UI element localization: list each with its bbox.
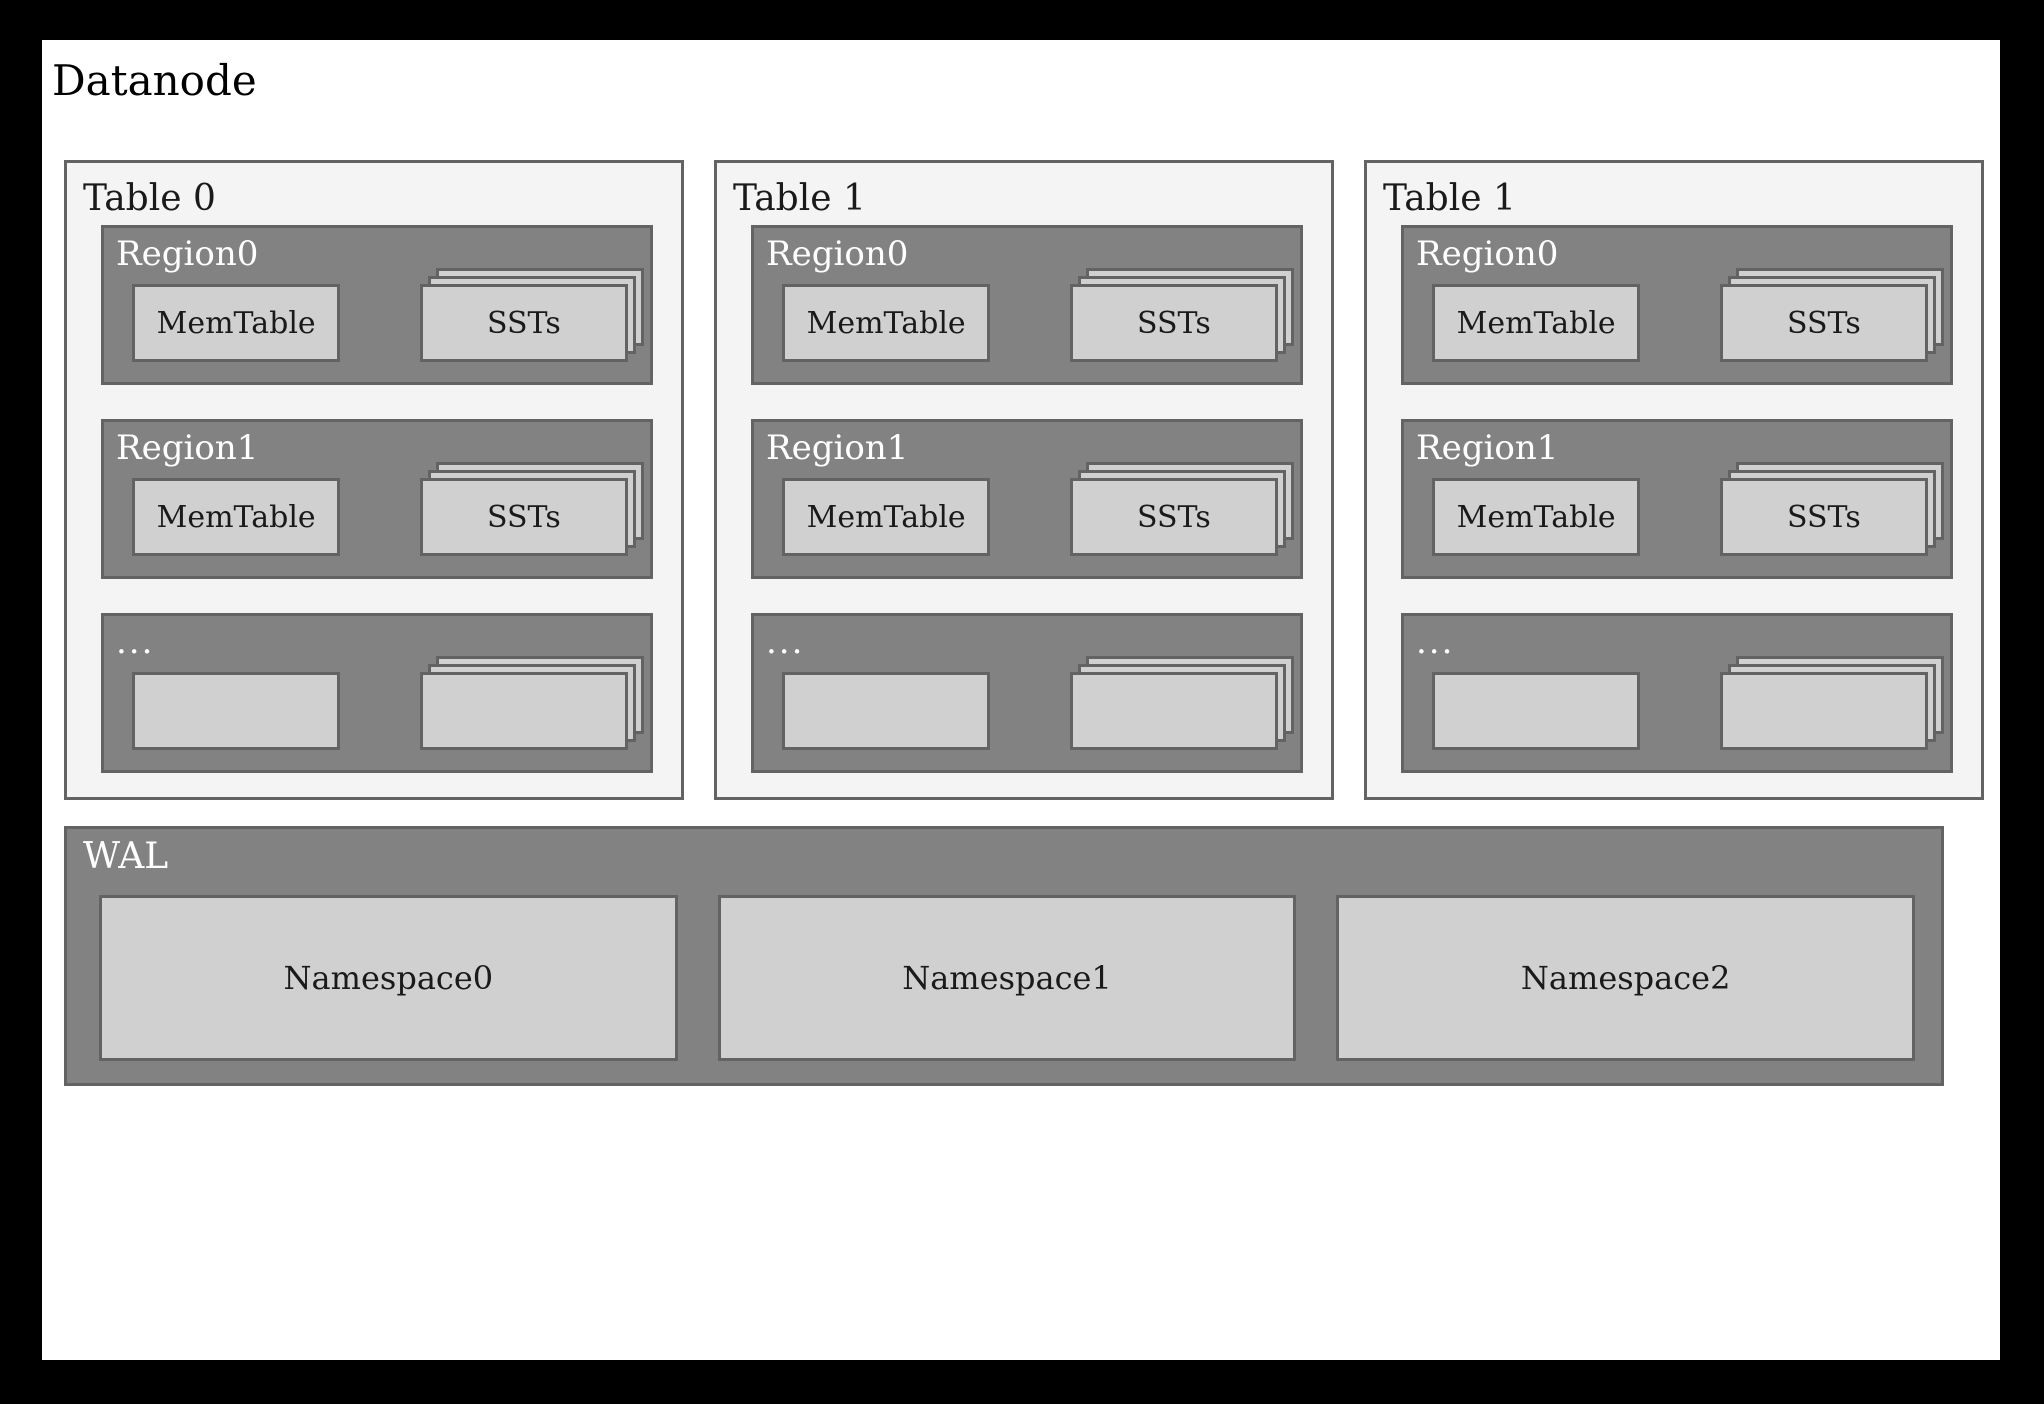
sst-stack[interactable] bbox=[1069, 656, 1294, 750]
sst-stack[interactable]: SSTs bbox=[1069, 462, 1294, 556]
region-contents: MemTable SSTs bbox=[1432, 462, 1944, 560]
wal-label: WAL bbox=[83, 836, 169, 877]
sst-layer-front[interactable]: SSTs bbox=[1719, 284, 1928, 362]
region-contents bbox=[1432, 656, 1944, 754]
region-ellipsis-label: ... bbox=[766, 622, 805, 662]
memtable-box[interactable]: MemTable bbox=[132, 284, 341, 362]
sst-layer-front[interactable]: SSTs bbox=[1719, 478, 1928, 556]
region-box-more[interactable]: ... bbox=[751, 613, 1303, 773]
memtable-box[interactable]: MemTable bbox=[132, 478, 341, 556]
region-label: Region1 bbox=[1416, 428, 1559, 468]
memtable-box[interactable]: MemTable bbox=[782, 478, 991, 556]
memtable-box[interactable]: MemTable bbox=[782, 284, 991, 362]
sst-layer-front[interactable]: SSTs bbox=[419, 284, 628, 362]
region-contents bbox=[782, 656, 1294, 754]
sst-layer-front[interactable]: SSTs bbox=[419, 478, 628, 556]
table-label: Table 1 bbox=[1383, 178, 1516, 219]
sst-stack[interactable]: SSTs bbox=[1719, 268, 1944, 362]
sst-stack[interactable]: SSTs bbox=[419, 268, 644, 362]
region-contents: MemTable SSTs bbox=[782, 268, 1294, 366]
region-contents: MemTable SSTs bbox=[782, 462, 1294, 560]
memtable-box[interactable] bbox=[132, 672, 341, 750]
page-title: Datanode bbox=[52, 56, 257, 105]
sst-stack[interactable] bbox=[419, 656, 644, 750]
memtable-box[interactable]: MemTable bbox=[1432, 478, 1641, 556]
region-contents: MemTable SSTs bbox=[132, 462, 644, 560]
sst-stack[interactable]: SSTs bbox=[1719, 462, 1944, 556]
table-label: Table 0 bbox=[83, 178, 216, 219]
region-ellipsis-label: ... bbox=[1416, 622, 1455, 662]
sst-layer-front[interactable] bbox=[1719, 672, 1928, 750]
region-label: Region1 bbox=[766, 428, 909, 468]
region-label: Region0 bbox=[116, 234, 259, 274]
sst-stack[interactable] bbox=[1719, 656, 1944, 750]
sst-layer-front[interactable] bbox=[1069, 672, 1278, 750]
namespace-box[interactable]: Namespace1 bbox=[717, 895, 1297, 1061]
memtable-box[interactable] bbox=[1432, 672, 1641, 750]
region-label: Region0 bbox=[1416, 234, 1559, 274]
memtable-box[interactable]: MemTable bbox=[1432, 284, 1641, 362]
sst-stack[interactable]: SSTs bbox=[419, 462, 644, 556]
region-contents bbox=[132, 656, 644, 754]
namespace-box[interactable]: Namespace2 bbox=[1336, 895, 1916, 1061]
namespace-box[interactable]: Namespace0 bbox=[99, 895, 678, 1061]
region-box-more[interactable]: ... bbox=[101, 613, 653, 773]
region-contents: MemTable SSTs bbox=[1432, 268, 1944, 366]
region-contents: MemTable SSTs bbox=[132, 268, 644, 366]
sst-layer-front[interactable]: SSTs bbox=[1069, 284, 1278, 362]
sst-stack[interactable]: SSTs bbox=[1069, 268, 1294, 362]
memtable-box[interactable] bbox=[782, 672, 991, 750]
table-label: Table 1 bbox=[733, 178, 866, 219]
region-label: Region0 bbox=[766, 234, 909, 274]
sst-layer-front[interactable] bbox=[419, 672, 628, 750]
region-ellipsis-label: ... bbox=[116, 622, 155, 662]
region-label: Region1 bbox=[116, 428, 259, 468]
region-box-more[interactable]: ... bbox=[1401, 613, 1953, 773]
sst-layer-front[interactable]: SSTs bbox=[1069, 478, 1278, 556]
